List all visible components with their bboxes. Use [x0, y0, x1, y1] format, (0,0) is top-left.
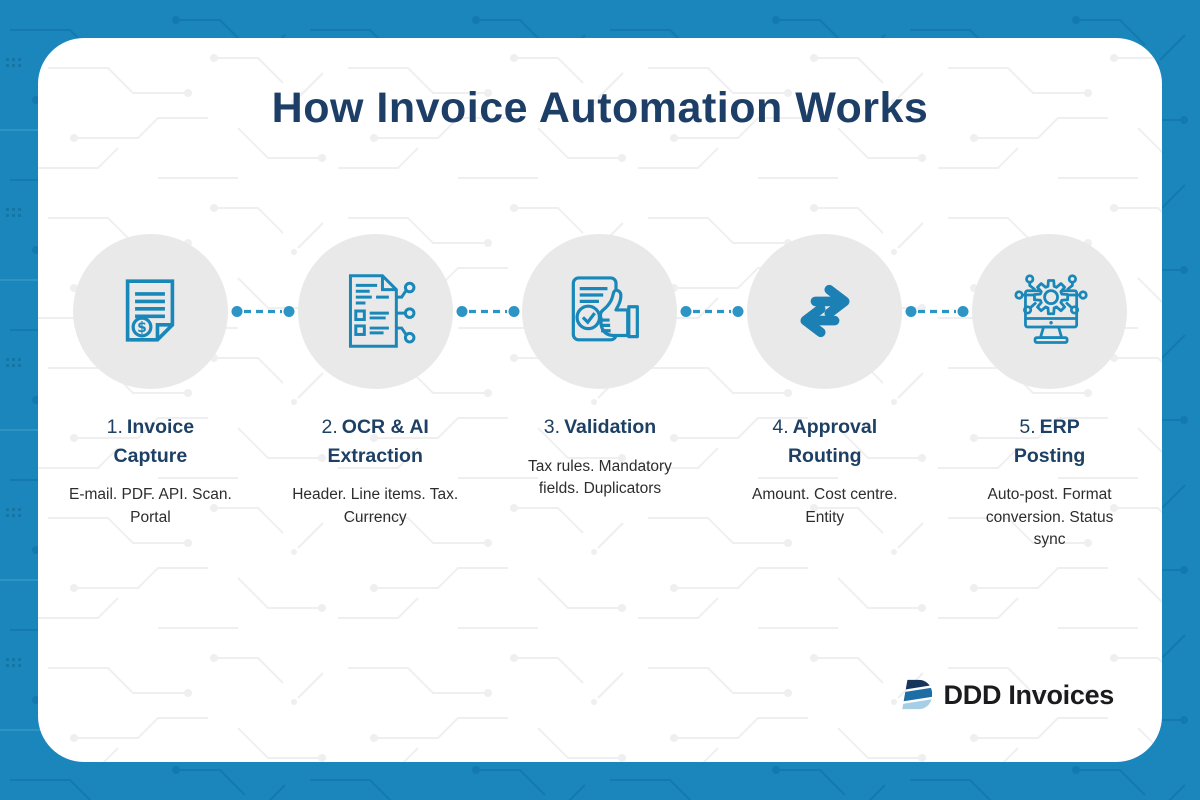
validation-thumbs-up-icon	[571, 276, 639, 342]
step-number: 5.	[1019, 415, 1036, 438]
transfer-arrows-icon	[800, 285, 850, 338]
step-title: 3.Validation	[544, 413, 656, 442]
step-invoice-capture: $ 1.Invoice Capture E-mail. PDF. API. Sc…	[38, 233, 263, 551]
step-ocr-ai-extraction: 2.OCR & AI Extraction Header. Line items…	[263, 233, 488, 551]
logo-text: DDD Invoices	[943, 679, 1115, 710]
step-approval-routing: 4.Approval Routing Amount. Cost centre. …	[712, 233, 937, 551]
step-description: E-mail. PDF. API. Scan. Portal	[68, 486, 232, 526]
content-card: How Invoice Automation Works $	[38, 38, 1162, 762]
step-circle	[522, 233, 678, 389]
dashed-connector	[905, 305, 969, 317]
step-number: 4.	[772, 415, 789, 438]
steps-row: $ 1.Invoice Capture E-mail. PDF. API. Sc…	[38, 233, 1162, 551]
step-title-text: ERP Posting	[1013, 415, 1086, 467]
step-title-text: Validation	[564, 415, 657, 438]
step-description: Tax rules. Mandatory fields. Duplicators	[528, 457, 672, 497]
card-circuit-pattern	[38, 38, 1162, 762]
ddd-logo-icon	[901, 679, 932, 710]
invoice-document-icon: $	[126, 279, 175, 342]
erp-monitor-gear-icon	[1014, 274, 1088, 345]
step-title-text: OCR & AI Extraction	[327, 415, 429, 467]
step-circle: $	[72, 233, 228, 389]
step-validation: 3.Validation Tax rules. Mandatory fields…	[488, 233, 713, 551]
step-number: 2.	[321, 415, 338, 438]
ddd-invoices-logo: DDD Invoices	[897, 678, 1114, 712]
step-title-text: Approval Routing	[787, 415, 878, 467]
ocr-extraction-icon	[349, 274, 416, 348]
step-erp-posting: 5.ERP Posting Auto-post. Format conversi…	[937, 233, 1162, 551]
step-circle	[972, 233, 1128, 389]
step-circle	[747, 233, 903, 389]
dashed-connector	[680, 305, 744, 317]
page-title: How Invoice Automation Works	[271, 84, 929, 132]
step-description: Auto-post. Format conversion. Status syn…	[985, 486, 1114, 548]
step-title: 5.ERP Posting	[996, 413, 1104, 471]
dashed-connector	[456, 305, 520, 317]
step-title: 4.Approval Routing	[750, 413, 900, 471]
step-description: Header. Line items. Tax. Currency	[292, 486, 459, 526]
step-title-text: Invoice Capture	[113, 415, 195, 467]
dashed-connector	[231, 305, 295, 317]
svg-text:$: $	[138, 320, 148, 336]
step-title: 2.OCR & AI Extraction	[295, 413, 455, 471]
step-description: Amount. Cost centre. Entity	[751, 486, 898, 526]
step-circle	[297, 233, 453, 389]
step-number: 3.	[543, 415, 561, 438]
step-title: 1.Invoice Capture	[91, 413, 209, 471]
step-number: 1.	[106, 415, 123, 438]
